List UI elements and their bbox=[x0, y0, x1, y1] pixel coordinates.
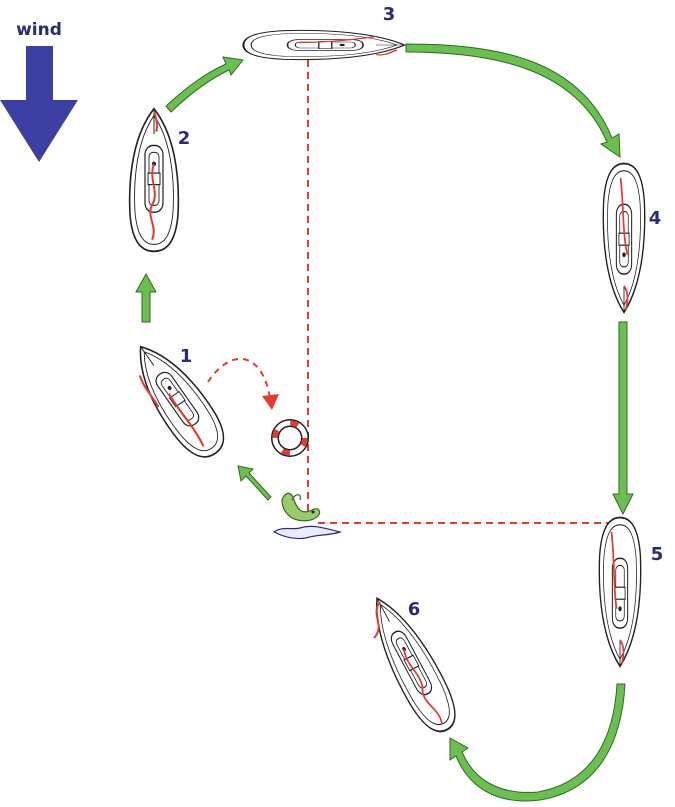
wind-label: wind bbox=[16, 20, 62, 40]
boat-4 bbox=[602, 162, 646, 314]
boat-6-jib bbox=[373, 601, 381, 639]
person-overboard-icon bbox=[272, 492, 343, 540]
boat-5 bbox=[598, 516, 642, 668]
step-label-2: 2 bbox=[178, 128, 191, 149]
wind-arrow bbox=[0, 46, 78, 162]
step-label-1: 1 bbox=[180, 346, 193, 367]
path-arrows bbox=[135, 43, 634, 802]
throw-arc-dashed bbox=[207, 357, 271, 399]
boat-6 bbox=[357, 587, 467, 741]
boat-3 bbox=[242, 29, 406, 61]
throw-arrowhead bbox=[262, 394, 279, 410]
step-label-6: 6 bbox=[408, 599, 421, 620]
boat-2 bbox=[128, 107, 180, 253]
step-label-4: 4 bbox=[649, 208, 662, 229]
step-label-5: 5 bbox=[651, 544, 664, 565]
boat-1 bbox=[120, 332, 236, 468]
life-ring-icon bbox=[271, 419, 309, 457]
step-label-3: 3 bbox=[383, 4, 396, 25]
